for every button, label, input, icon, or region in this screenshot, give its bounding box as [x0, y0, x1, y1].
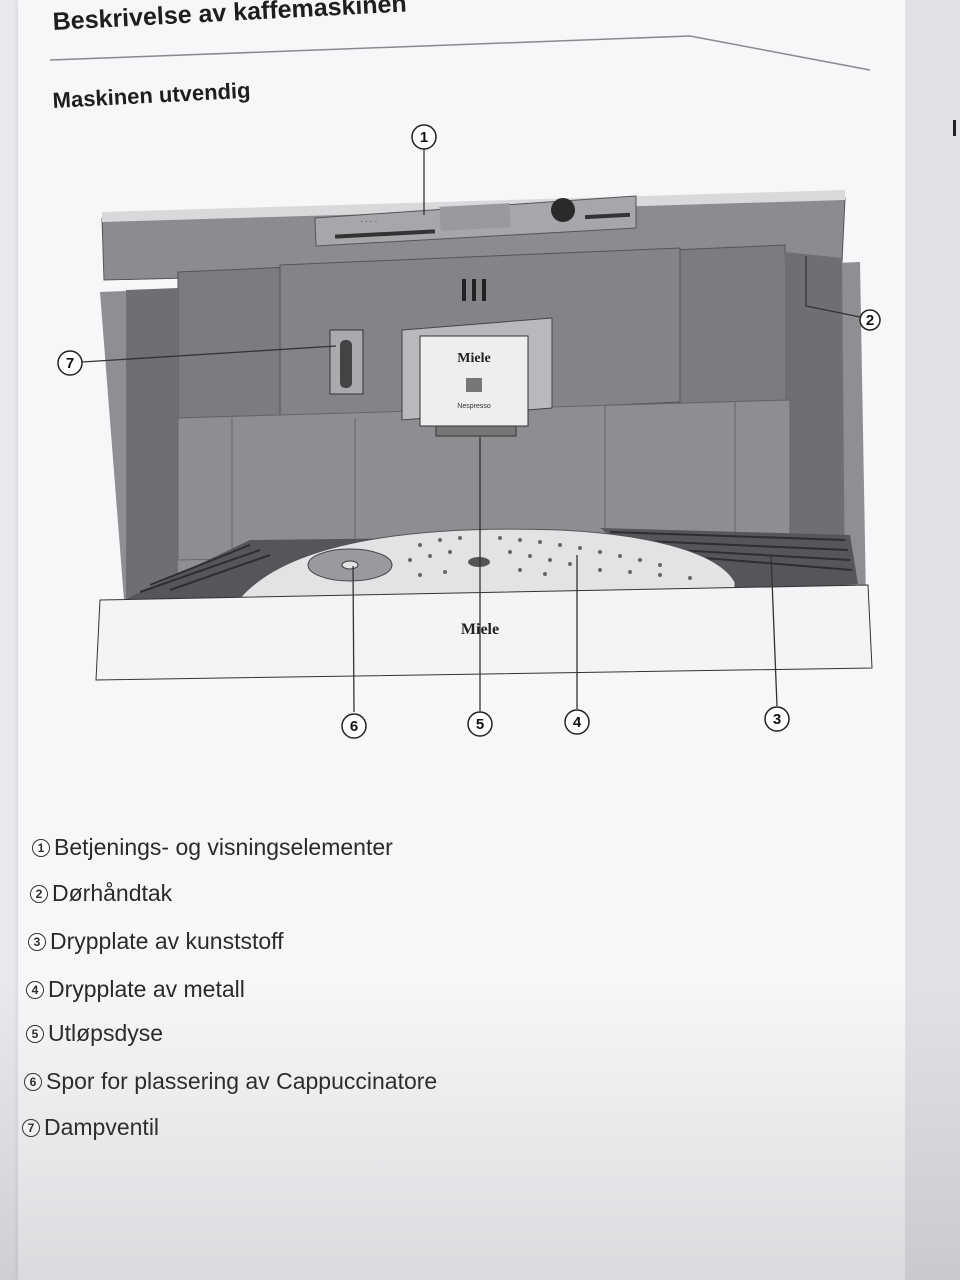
header-divider	[50, 35, 871, 71]
legend-number: 1	[32, 838, 50, 857]
legend-number: 7	[22, 1118, 40, 1137]
legend-label: Utløpsdyse	[48, 1020, 164, 1046]
legend-item: 2 Dørhåndtak	[30, 880, 172, 907]
callout-6: 6	[341, 713, 367, 739]
capsule-label: Nespresso	[457, 403, 491, 410]
svg-text:5: 5	[476, 716, 484, 733]
legend-label: Dørhåndtak	[52, 880, 173, 906]
legend-label: Dampventil	[44, 1114, 160, 1140]
legend-number: 4	[26, 980, 44, 999]
svg-text:6: 6	[350, 718, 358, 735]
steam-valve	[329, 329, 364, 395]
legend-number: 5	[26, 1024, 44, 1043]
legend-item: 1 Betjenings- og visningselementer	[32, 834, 393, 861]
next-page-edge	[905, 0, 960, 1280]
page-mark	[953, 120, 956, 136]
display-strip: · · · ·	[314, 195, 637, 247]
svg-text:4: 4	[573, 714, 582, 731]
svg-text:3: 3	[773, 711, 781, 728]
legend-number: 2	[30, 884, 48, 903]
callout-1: 1	[411, 124, 437, 150]
coffee-machine-diagram: · · · · Miele Nespresso	[57, 124, 881, 739]
callout-3: 3	[764, 706, 790, 732]
legend-number: 3	[28, 932, 46, 951]
vent-slots	[462, 279, 486, 301]
svg-text:2: 2	[866, 312, 874, 329]
legend-item: 3 Drypplate av kunststoff	[28, 928, 284, 955]
callout-5: 5	[467, 711, 493, 737]
svg-text:· · · ·: · · · ·	[360, 217, 377, 226]
legend-item: 5 Utløpsdyse	[26, 1020, 163, 1047]
front-panel	[95, 584, 873, 681]
metal-drip-plate	[238, 528, 736, 599]
svg-text:7: 7	[66, 355, 74, 372]
legend-label: Drypplate av metall	[48, 976, 245, 1002]
brand-logo-panel: Miele	[457, 351, 490, 366]
legend-number: 6	[24, 1072, 42, 1091]
legend-label: Betjenings- og visningselementer	[54, 834, 393, 860]
door-handle	[805, 256, 866, 319]
legend-label: Spor for plassering av Cappuccinatore	[46, 1068, 438, 1094]
callout-2: 2	[859, 309, 881, 331]
legend-label: Drypplate av kunststoff	[50, 928, 284, 954]
callout-7: 7	[57, 350, 83, 376]
callout-4: 4	[564, 709, 590, 735]
legend-item: 6 Spor for plassering av Cappuccinatore	[24, 1068, 437, 1095]
legend-item: 7 Dampventil	[22, 1114, 159, 1141]
svg-text:1: 1	[420, 129, 428, 146]
legend-item: 4 Drypplate av metall	[26, 976, 245, 1003]
brew-unit: Miele Nespresso	[401, 317, 553, 437]
